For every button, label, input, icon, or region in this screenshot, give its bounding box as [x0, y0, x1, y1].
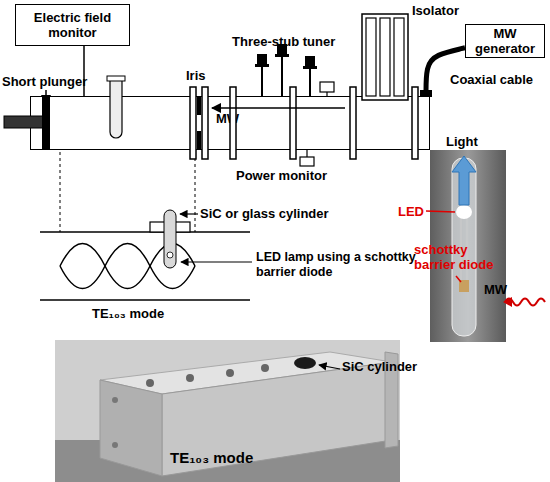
part-label: Iris	[186, 68, 226, 83]
microwave-arrowhead	[503, 297, 512, 307]
flange	[350, 87, 356, 159]
signal-line	[83, 46, 85, 96]
tuner-knob	[305, 56, 315, 66]
leader-arrow	[45, 90, 47, 104]
part-label: SiC or glass cylinder	[200, 206, 370, 221]
part-label: Coaxial cable	[450, 72, 550, 87]
monitor-port	[320, 82, 334, 92]
flange-bolt	[112, 397, 118, 403]
part-label: Three-stub tuner	[232, 34, 362, 49]
flange-bolt	[112, 442, 118, 448]
tuner-stub	[261, 62, 263, 96]
part-label: MW	[484, 282, 514, 297]
leader-arrow	[181, 261, 252, 262]
waveguide-flange	[100, 380, 162, 476]
microwave-arrow	[212, 107, 345, 109]
flange	[412, 87, 418, 159]
part-label: Short plunger	[2, 74, 112, 89]
isolator-symbol	[366, 18, 376, 96]
part-label: SiC cylinder	[342, 359, 442, 374]
iris-plate	[197, 97, 201, 115]
part-label: TE₁₀₃ mode	[170, 450, 310, 465]
isolator-symbol	[394, 18, 404, 96]
waveguide-wall	[40, 231, 250, 233]
part-label: schottky barrier diode	[414, 242, 506, 272]
tuner-knob	[275, 54, 289, 57]
waveguide-front-face	[162, 362, 392, 476]
port-hole	[226, 369, 234, 377]
flange	[190, 87, 196, 159]
tuner-knob	[303, 66, 317, 69]
led-symbol	[167, 252, 173, 258]
waveguide-wall	[40, 299, 250, 301]
leader-arrow	[180, 213, 198, 214]
part-label: Light	[446, 134, 496, 149]
sample-tube	[110, 80, 122, 138]
port-hole	[261, 364, 269, 372]
flange	[202, 87, 208, 159]
node-text: Electric field monitor	[16, 10, 129, 40]
plunger-rod	[4, 116, 44, 128]
part-label: TE₁₀₃ mode	[92, 306, 212, 321]
sic-cylinder-photo	[294, 357, 316, 369]
tube-cap	[107, 76, 125, 81]
monitor-port	[326, 92, 327, 96]
node-text: MW generator	[466, 26, 544, 56]
isolator-symbol	[380, 18, 390, 96]
projection-line	[60, 152, 61, 232]
leader-arrow	[319, 365, 340, 369]
power-monitor-symbol	[300, 157, 314, 166]
tube-symbol	[164, 210, 176, 268]
part-label: LED lamp using a schottky barrier diode	[256, 250, 431, 280]
led-photo	[456, 205, 472, 219]
isolator-symbol	[362, 14, 408, 100]
part-label: LED	[398, 204, 430, 219]
light-arrow	[452, 156, 476, 205]
leader-line	[426, 211, 455, 212]
projection-line	[195, 152, 196, 232]
flange	[290, 87, 296, 159]
tuner-stub	[281, 52, 283, 96]
port-hole	[146, 379, 154, 387]
port-hole	[186, 374, 194, 382]
tuner-knob	[257, 54, 267, 64]
tuner-knob	[255, 64, 269, 67]
flange	[230, 87, 236, 159]
plunger-plate	[42, 97, 50, 149]
coaxial-cable	[426, 48, 465, 96]
leader-line	[456, 276, 461, 282]
part-label: Isolator	[412, 3, 472, 18]
power-monitor-symbol	[306, 150, 307, 157]
iris-plate	[197, 131, 201, 149]
monitor-box: Electric field monitor	[15, 4, 130, 46]
part-label: Power monitor	[236, 168, 356, 183]
generator-box: MW generator	[465, 24, 545, 58]
